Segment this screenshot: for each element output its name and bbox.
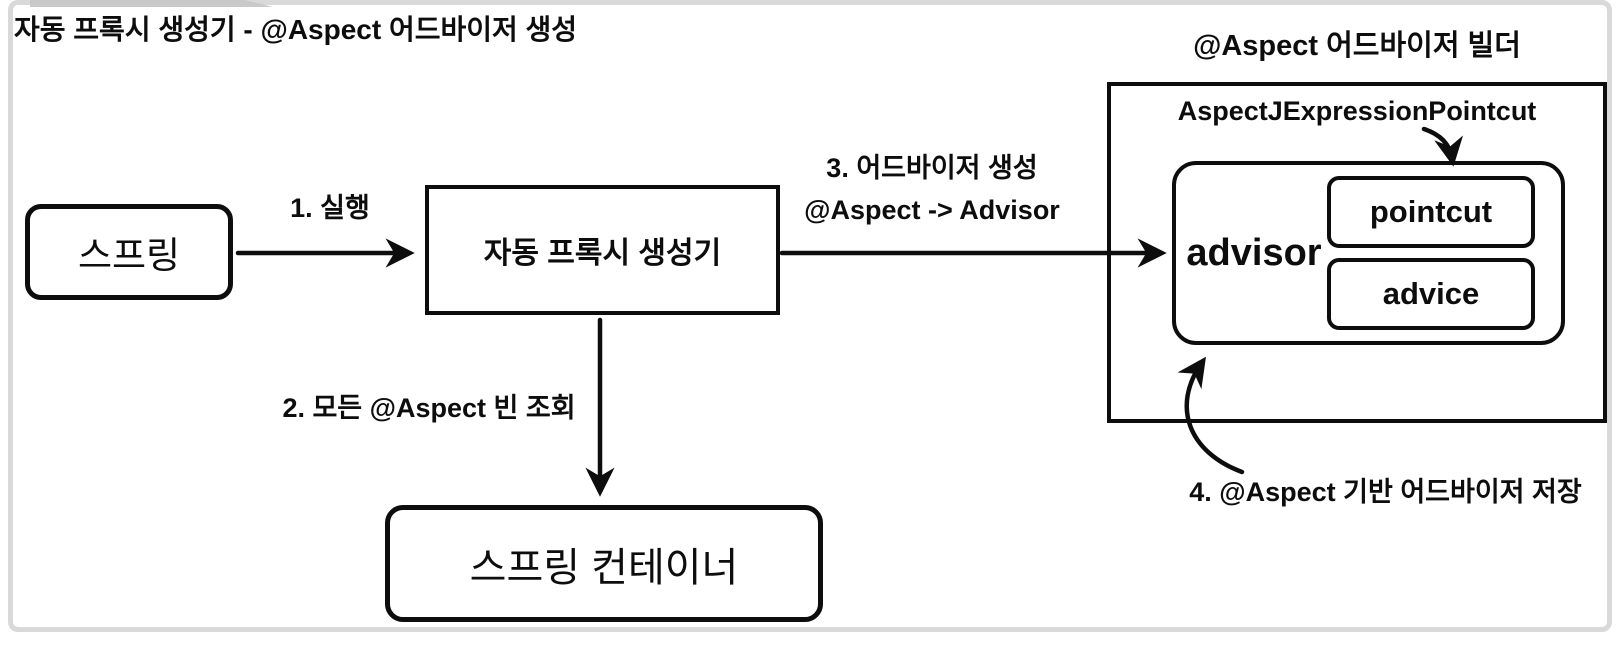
builder-title: @Aspect 어드바이저 빌더	[1193, 30, 1521, 62]
step1-label: 1. 실행	[290, 193, 370, 223]
aspectj-expression-pointcut-label: AspectJExpressionPointcut	[1177, 96, 1537, 126]
pointcut-label: pointcut	[1369, 194, 1493, 229]
spring-node: 스프링	[25, 204, 233, 300]
step3-label-line1: 3. 어드바이저 생성	[826, 153, 1038, 183]
auto-proxy-creator-node: 자동 프록시 생성기	[425, 185, 780, 315]
advice-label: advice	[1382, 276, 1480, 311]
pointcut-box: pointcut	[1327, 176, 1535, 248]
spring-container-node: 스프링 컨테이너	[385, 505, 823, 622]
step3-label-line2: @Aspect -> Advisor	[804, 194, 1060, 225]
window-tab-remnant	[30, 0, 273, 7]
spring-container-label: 스프링 컨테이너	[469, 545, 739, 590]
advice-box: advice	[1327, 258, 1535, 330]
step4-label: 4. @Aspect 기반 어드바이저 저장	[1189, 477, 1582, 507]
auto-proxy-creator-label: 자동 프록시 생성기	[483, 237, 722, 270]
advisor-label: advisor	[1186, 231, 1322, 274]
diagram-title: 자동 프록시 생성기 - @Aspect 어드바이저 생성	[14, 14, 578, 45]
step2-label: 2. 모든 @Aspect 빈 조회	[282, 393, 576, 423]
step3-label: 3. 어드바이저 생성 @Aspect -> Advisor	[775, 148, 1089, 232]
spring-node-label: 스프링	[77, 235, 181, 276]
